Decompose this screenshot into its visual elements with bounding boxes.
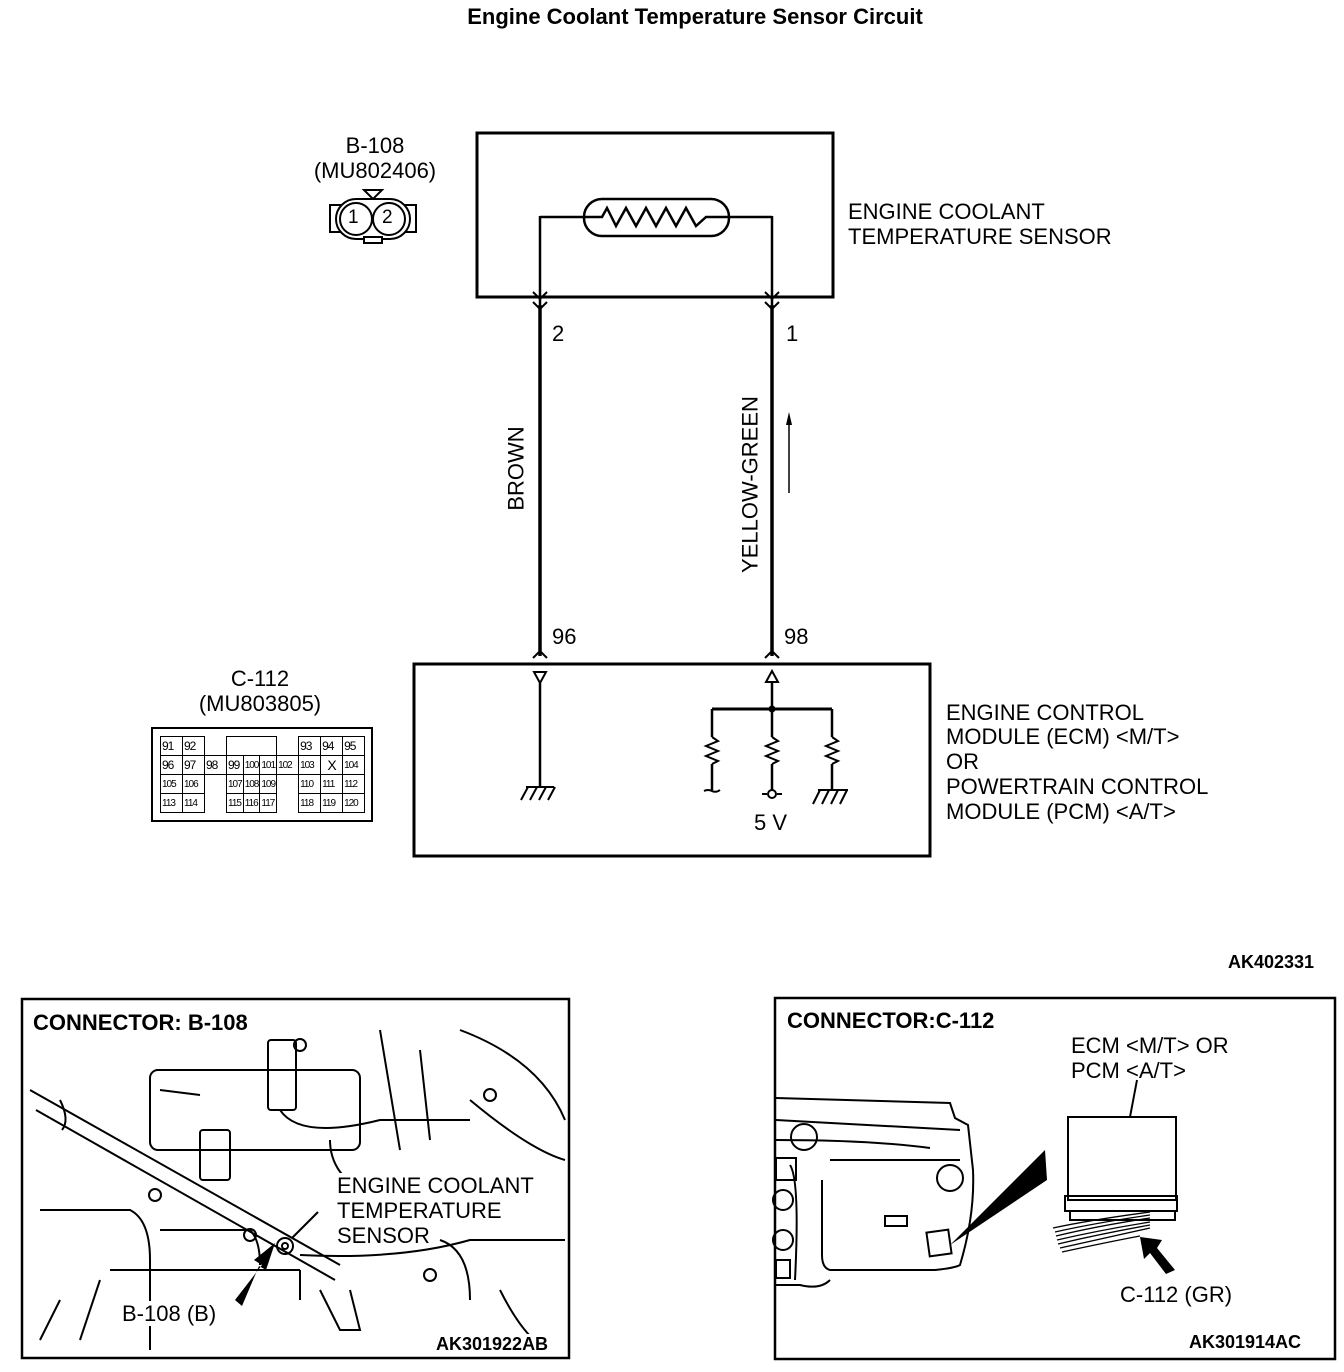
- resistor-right: [823, 736, 841, 765]
- module-pin-98-label: 98: [784, 624, 809, 649]
- module-box: [412, 662, 932, 858]
- pin-cell: 103: [298, 755, 322, 775]
- pin-cell-empty: [277, 775, 299, 794]
- pin-cell: 115: [226, 793, 244, 813]
- pin-cell: 113: [160, 793, 183, 813]
- photo-left-callout-line2: TEMPERATURE: [337, 1198, 502, 1223]
- engine-bay-illustration: [29, 1029, 566, 1350]
- resistor-left: [703, 736, 721, 765]
- sensor-box: [475, 131, 835, 299]
- pin-cell: 119: [320, 793, 344, 813]
- pin-cell: 105: [160, 774, 183, 794]
- pin-cell-blank: [225, 736, 278, 756]
- module-label-line4: POWERTRAIN CONTROL: [946, 774, 1209, 799]
- pin-cell-empty: [277, 737, 299, 756]
- pin-cell-unused: X: [320, 755, 344, 775]
- photo-right-heading: CONNECTOR:C-112: [787, 1008, 995, 1033]
- diagram-title: Engine Coolant Temperature Sensor Circui…: [467, 4, 923, 29]
- photo-frame-b108: [20, 997, 571, 1360]
- pin-cell: 95: [342, 736, 366, 756]
- ground-symbol: [520, 786, 556, 801]
- photo-left-ref: AK301922AB: [436, 1334, 549, 1355]
- photo-right-callout-line2: PCM <A/T>: [1071, 1058, 1186, 1083]
- photo-left-arrow-label: B-108 (B): [122, 1301, 217, 1326]
- b108-pin-1: 1: [348, 207, 359, 228]
- c112-pin-table: 91 92 93 94 95 96 97 98 99 100 101 102 1…: [160, 736, 366, 813]
- pin-cell-empty: [205, 737, 227, 756]
- b108-location-arrow: [235, 1243, 275, 1306]
- wire-color-yellow-green: YELLOW-GREEN: [737, 396, 763, 573]
- module-label-line1: ENGINE CONTROL: [946, 700, 1145, 725]
- wire-color-brown: BROWN: [503, 426, 529, 511]
- 5v-supply-terminal: [767, 789, 777, 799]
- pin-cell: 102: [276, 755, 300, 775]
- resistor-middle: [763, 736, 781, 765]
- c112-connector-face: 91 92 93 94 95 96 97 98 99 100 101 102 1…: [151, 727, 373, 822]
- pin-cell: 92: [182, 736, 205, 756]
- module-pin-96-label: 96: [552, 624, 577, 649]
- ground-symbol: [812, 789, 848, 805]
- pin-cell: 101: [259, 755, 278, 775]
- module-label-line3: OR: [946, 749, 979, 774]
- photo-left-callout-line1: ENGINE COOLANT: [337, 1173, 534, 1198]
- b108-pin-2: 2: [382, 207, 393, 228]
- pin-cell: 116: [242, 793, 261, 813]
- sensor-label-line1: ENGINE COOLANT: [848, 199, 1045, 224]
- supply-voltage-label: 5 V: [754, 810, 788, 835]
- b108-connector-id: B-108: [345, 133, 405, 158]
- pin-cell: 100: [242, 755, 261, 775]
- pin-cell: 99: [226, 755, 244, 775]
- photo-left-heading: CONNECTOR: B-108: [33, 1010, 252, 1036]
- sensor-label-line2: TEMPERATURE SENSOR: [848, 224, 1112, 249]
- pin-cell-empty: [205, 775, 227, 794]
- c112-part-number: (MU803805): [198, 691, 322, 716]
- pin-cell: 91: [160, 736, 183, 756]
- sensor-pin-1-label: 1: [786, 321, 799, 346]
- photo-left-callout-line3: SENSOR: [337, 1223, 430, 1248]
- pin-cell: 104: [342, 755, 366, 775]
- sensor-pin-2-label: 2: [552, 321, 565, 346]
- dashboard-illustration: [772, 1079, 1178, 1288]
- pin-cell: 96: [160, 755, 183, 775]
- zoom-callout-wedge: [950, 1150, 1047, 1245]
- pin-cell: 110: [298, 774, 322, 794]
- harness-wires: [1052, 1211, 1151, 1253]
- pin-cell: 98: [204, 755, 227, 775]
- c112-location-arrow: [1140, 1237, 1175, 1274]
- pin-cell: 114: [182, 793, 205, 813]
- pin-cell: 112: [342, 774, 366, 794]
- photo-right-arrow-label: C-112 (GR): [1120, 1282, 1233, 1307]
- pin-cell: 111: [320, 774, 344, 794]
- thermistor-resistor: [540, 205, 772, 229]
- photo-right-ref: AK301914AC: [1189, 1332, 1302, 1352]
- pin-cell: 93: [298, 736, 322, 756]
- pin-cell: 118: [298, 793, 322, 813]
- pin-cell: 106: [182, 774, 205, 794]
- pin-cell: 109: [259, 774, 278, 794]
- b108-connector-face-icon: [329, 189, 417, 244]
- pin-cell: 117: [259, 793, 278, 813]
- photo-right-callout-line1: ECM <M/T> OR: [1071, 1033, 1229, 1058]
- module-label-line2: MODULE (ECM) <M/T>: [946, 724, 1180, 749]
- photo-frame-c112: [773, 996, 1337, 1361]
- figure-id: AK402331: [1228, 952, 1315, 972]
- pin-cell: 108: [242, 774, 261, 794]
- c112-connector-id: C-112: [230, 666, 290, 691]
- pin-cell: 120: [342, 793, 366, 813]
- pin-cell-empty: [205, 794, 227, 813]
- pin-cell-empty: [277, 794, 299, 813]
- pin-cell: 97: [182, 755, 205, 775]
- pin-cell: 107: [226, 774, 244, 794]
- pin-cell: 94: [320, 736, 344, 756]
- module-label-line5: MODULE (PCM) <A/T>: [946, 799, 1176, 824]
- b108-part-number: (MU802406): [313, 158, 437, 183]
